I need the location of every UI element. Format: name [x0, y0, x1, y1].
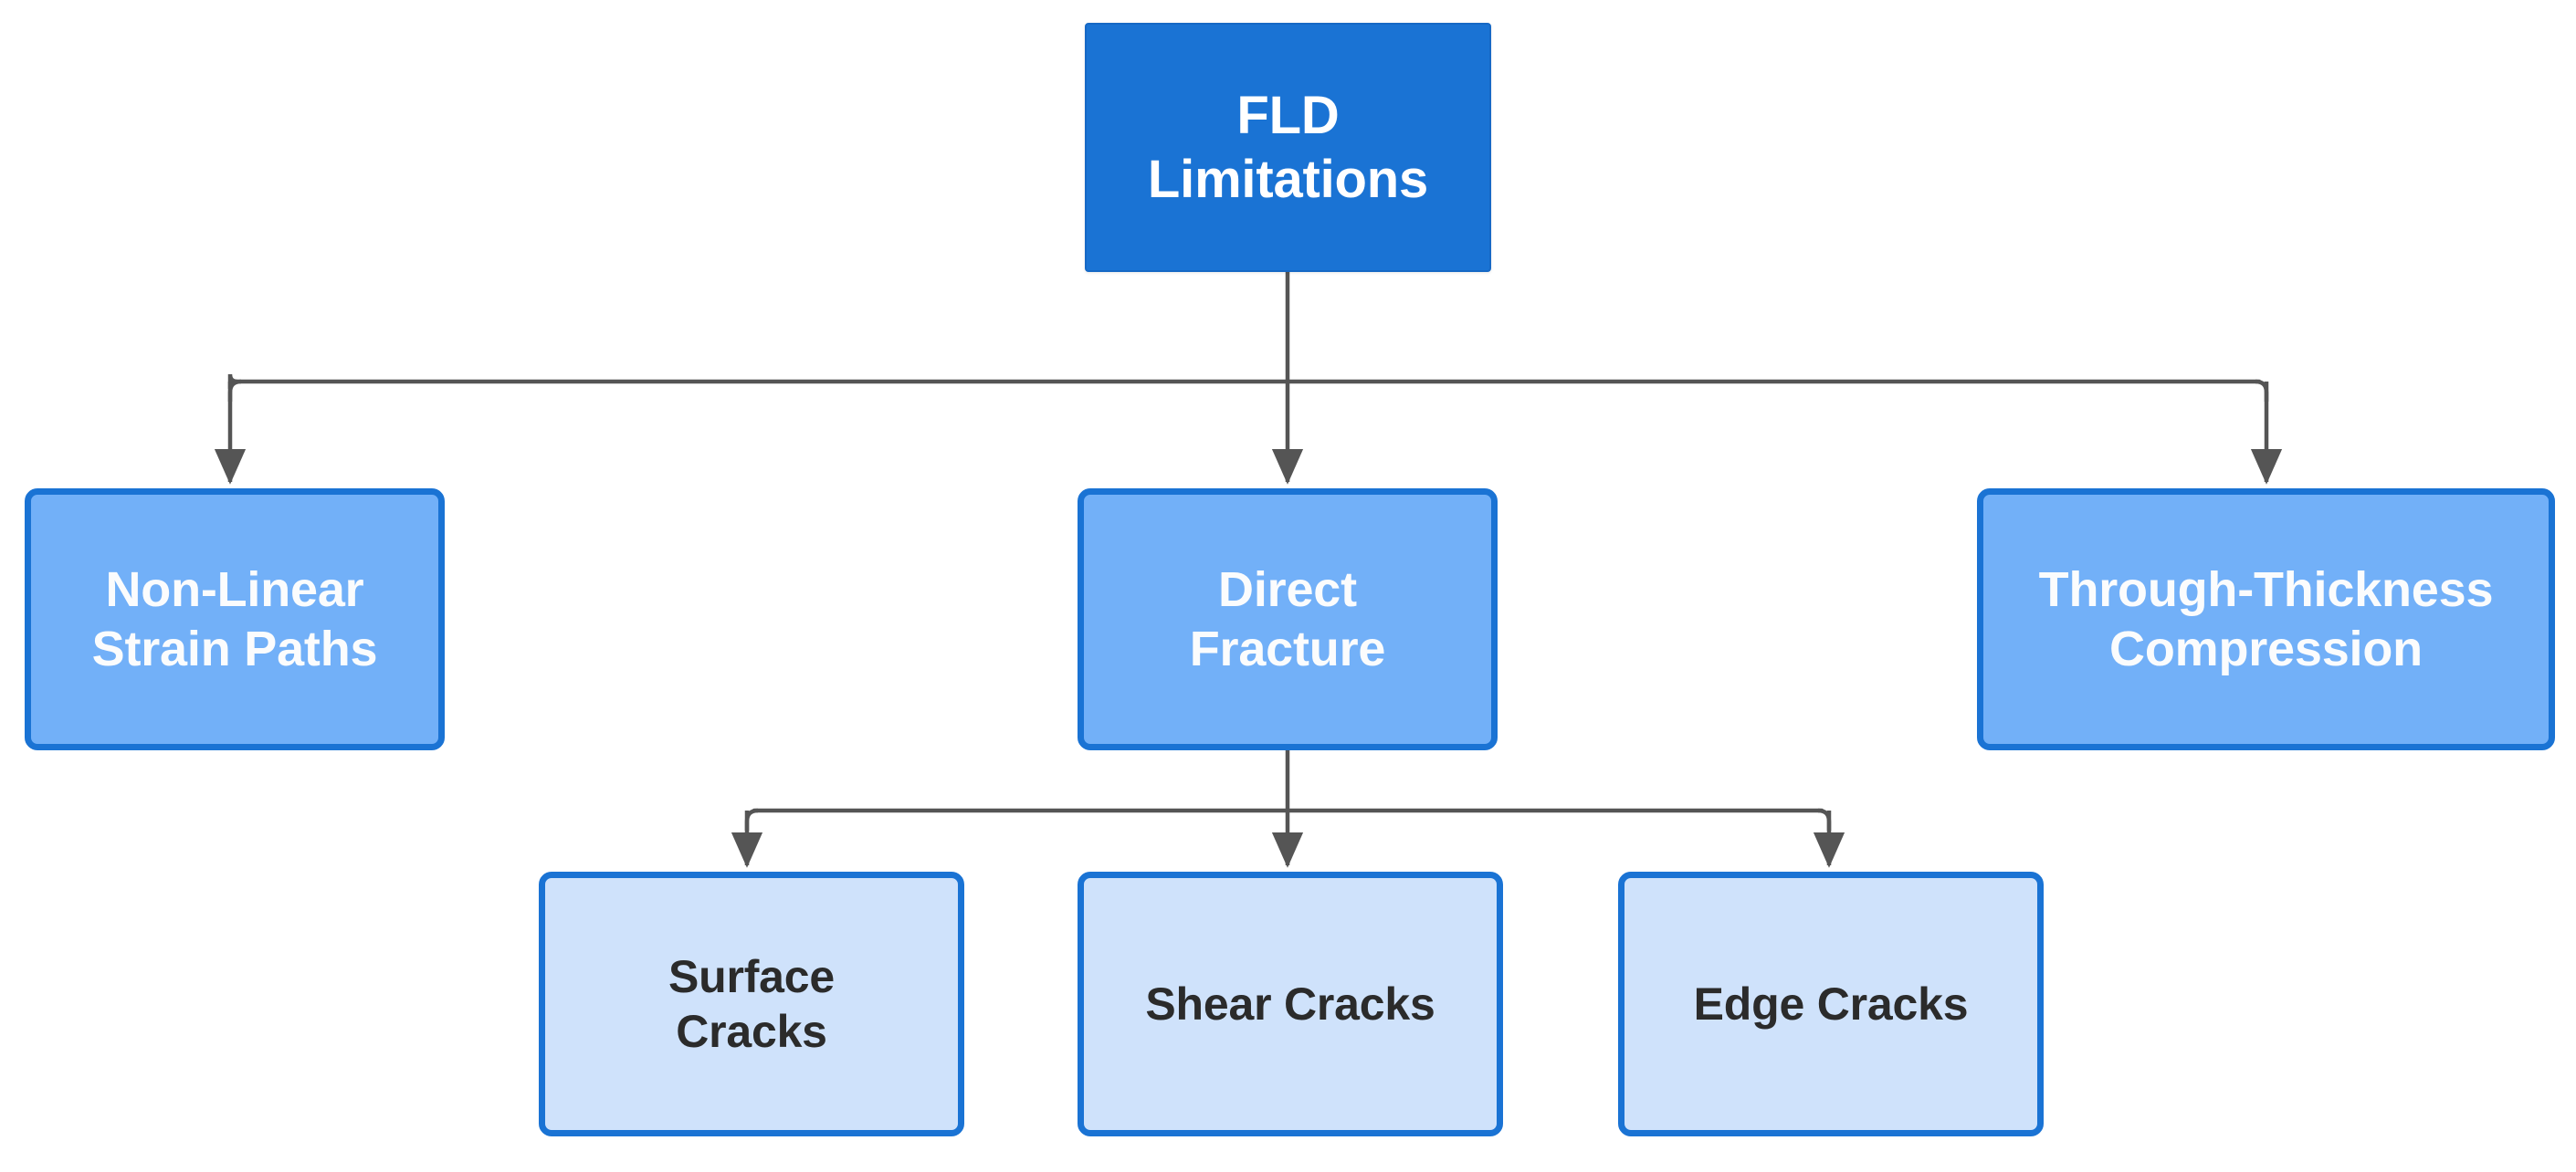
node-label-through-thickness-compression: Through-Thickness Compression — [2038, 561, 2494, 676]
node-fld-limitations[interactable]: FLD Limitations — [1085, 23, 1491, 272]
node-label-fld-limitations: FLD Limitations — [1147, 85, 1429, 209]
node-through-thickness-compression[interactable]: Through-Thickness Compression — [1977, 488, 2555, 750]
node-label-shear-cracks: Shear Cracks — [1145, 978, 1435, 1030]
edge-elbow-right-level2 — [1817, 808, 1832, 831]
node-non-linear-strain-paths[interactable]: Non-Linear Strain Paths — [25, 488, 445, 750]
edge-elbow-left-level1 — [227, 379, 242, 402]
node-edge-cracks[interactable]: Edge Cracks — [1618, 872, 2044, 1136]
node-surface-cracks[interactable]: Surface Cracks — [539, 872, 964, 1136]
node-shear-cracks[interactable]: Shear Cracks — [1078, 872, 1503, 1136]
node-direct-fracture[interactable]: Direct Fracture — [1078, 488, 1498, 750]
node-label-surface-cracks: Surface Cracks — [668, 951, 836, 1057]
node-label-direct-fracture: Direct Fracture — [1189, 561, 1386, 676]
edge-elbow-left-level2 — [744, 808, 759, 831]
edge-elbow-right-level1 — [2255, 379, 2269, 402]
node-label-edge-cracks: Edge Cracks — [1693, 978, 1969, 1030]
edge-root-to-nonlinear-strain-paths — [227, 373, 238, 389]
node-label-non-linear-strain-paths: Non-Linear Strain Paths — [91, 561, 378, 676]
